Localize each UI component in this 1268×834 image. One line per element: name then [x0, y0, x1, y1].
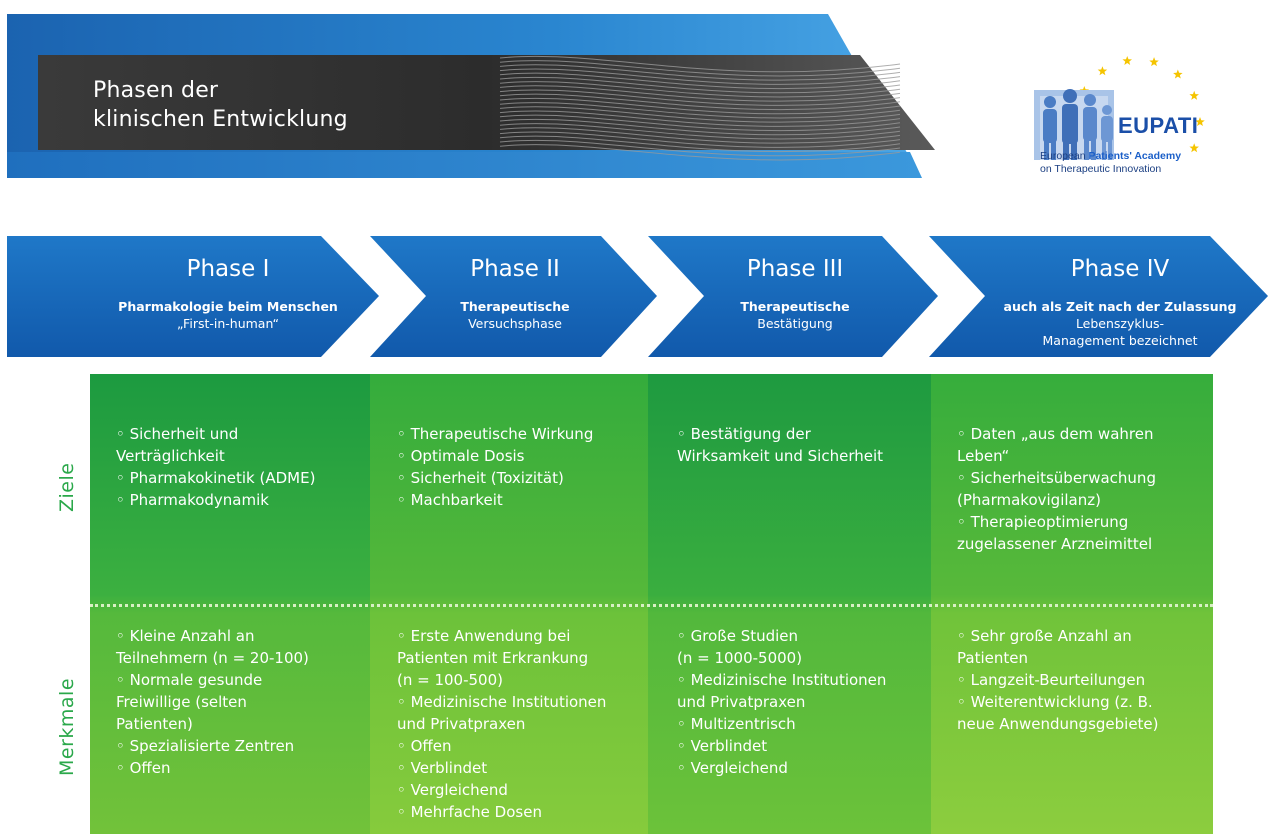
header-banner [7, 14, 935, 178]
phase-3-arrow [648, 236, 938, 357]
logo-sub-line1b: Patients' Academy [1088, 150, 1182, 162]
list-item: (Pharmakovigilanz) [957, 491, 1101, 509]
phase-2-header: Phase II Therapeutische Versuchsphase [410, 254, 620, 332]
logo-sub-line2: on Therapeutic Innovation [1040, 163, 1162, 175]
phase-4-header: Phase IV auch als Zeit nach der Zulassun… [985, 254, 1255, 349]
list-item: ◦ Bestätigung der [677, 425, 811, 443]
list-item: Patienten) [116, 715, 193, 733]
ziele-list-phase-2: ◦ Therapeutische Wirkung ◦ Optimale Dosi… [397, 423, 593, 511]
phase-4-description-2: Management bezeichnet [1042, 333, 1198, 348]
list-item: ◦ Offen [397, 737, 452, 755]
list-item: (n = 1000-5000) [677, 649, 803, 667]
logo-sub-line1a: European [1040, 150, 1089, 162]
list-item: und Privatpraxen [677, 693, 806, 711]
merkmale-list-phase-1: ◦ Kleine Anzahl an Teilnehmern (n = 20-1… [116, 625, 309, 779]
phase-1-arrow [7, 236, 379, 357]
list-item: Patienten mit Erkrankung [397, 649, 589, 667]
list-item: ◦ Daten „aus dem wahren [957, 425, 1154, 443]
list-item: ◦ Kleine Anzahl an [116, 627, 255, 645]
list-item: ◦ Mehrfache Dosen [397, 803, 542, 821]
list-item: ◦ Optimale Dosis [397, 447, 525, 465]
eupati-logo [1034, 55, 1205, 160]
merkmale-list-phase-3: ◦ Große Studien (n = 1000-5000) ◦ Medizi… [677, 625, 886, 779]
list-item: ◦ Offen [116, 759, 171, 777]
phase-3-description: Bestätigung [757, 316, 833, 331]
list-item: Freiwillige (selten [116, 693, 247, 711]
list-item: Verträglichkeit [116, 447, 225, 465]
list-item: Teilnehmern (n = 20-100) [116, 649, 309, 667]
phase-2-subtitle: Therapeutische [460, 299, 570, 314]
phase-2-title: Phase II [470, 256, 560, 282]
logo-subtitle: European Patients' Academy on Therapeuti… [1040, 150, 1181, 176]
list-item: ◦ Verblindet [677, 737, 768, 755]
list-item: ◦ Pharmakodynamik [116, 491, 269, 509]
list-item: ◦ Sehr große Anzahl an [957, 627, 1132, 645]
phase-3-subtitle: Therapeutische [740, 299, 850, 314]
list-item: ◦ Machbarkeit [397, 491, 503, 509]
list-item: ◦ Weiterentwicklung (z. B. [957, 693, 1153, 711]
list-item: zugelassener Arzneimittel [957, 535, 1153, 553]
list-item: ◦ Spezialisierte Zentren [116, 737, 295, 755]
phase-1-header: Phase I Pharmakologie beim Menschen „Fir… [100, 254, 356, 332]
banner-title-line2: klinischen Entwicklung [93, 107, 348, 132]
list-item: ◦ Normale gesunde [116, 671, 263, 689]
banner-title-line1: Phasen der [93, 78, 219, 103]
ziele-list-phase-1: ◦ Sicherheit und Verträglichkeit ◦ Pharm… [116, 423, 315, 511]
list-item: ◦ Medizinische Institutionen [677, 671, 887, 689]
row-label-ziele: Ziele [56, 462, 78, 512]
ziele-list-phase-3: ◦ Bestätigung der Wirksamkeit und Sicher… [677, 423, 883, 467]
list-item: ◦ Medizinische Institutionen [397, 693, 607, 711]
list-item: neue Anwendungsgebiete) [957, 715, 1159, 733]
list-item: ◦ Langzeit-Beurteilungen [957, 671, 1146, 689]
row-divider [90, 604, 1213, 607]
list-item: ◦ Große Studien [677, 627, 799, 645]
phase-1-title: Phase I [186, 256, 270, 282]
list-item: ◦ Erste Anwendung bei [397, 627, 571, 645]
phase-2-description: Versuchsphase [468, 316, 562, 331]
row-label-merkmale: Merkmale [56, 677, 78, 776]
ziele-list-phase-4: ◦ Daten „aus dem wahren Leben“ ◦ Sicherh… [957, 423, 1156, 555]
merkmale-list-phase-4: ◦ Sehr große Anzahl an Patienten ◦ Langz… [957, 625, 1159, 735]
list-item: Patienten [957, 649, 1028, 667]
list-item: und Privatpraxen [397, 715, 526, 733]
list-item: Leben“ [957, 447, 1010, 465]
banner-title: Phasen der klinischen Entwicklung [93, 76, 348, 134]
list-item: ◦ Vergleichend [677, 759, 788, 777]
list-item: ◦ Pharmakokinetik (ADME) [116, 469, 316, 487]
list-item: ◦ Sicherheit und [116, 425, 239, 443]
logo-wordmark: EUPATI [1118, 113, 1199, 138]
phase-4-title: Phase IV [1070, 256, 1170, 282]
list-item: ◦ Verblindet [397, 759, 488, 777]
list-item: ◦ Sicherheit (Toxizität) [397, 469, 564, 487]
list-item: ◦ Therapeutische Wirkung [397, 425, 594, 443]
list-item: ◦ Vergleichend [397, 781, 508, 799]
list-item: ◦ Sicherheitsüberwachung [957, 469, 1156, 487]
phase-1-subtitle: Pharmakologie beim Menschen [118, 299, 338, 314]
phase-1-description: „First-in-human“ [177, 316, 279, 331]
list-item: Wirksamkeit und Sicherheit [677, 447, 884, 465]
phase-2-arrow [370, 236, 657, 357]
list-item: (n = 100-500) [397, 671, 503, 689]
phase-3-header: Phase III Therapeutische Bestätigung [690, 254, 900, 332]
phase-4-description-1: Lebenszyklus- [1075, 316, 1165, 331]
phase-4-subtitle: auch als Zeit nach der Zulassung [1003, 299, 1237, 314]
list-item: ◦ Therapieoptimierung [957, 513, 1129, 531]
phase-3-title: Phase III [746, 256, 844, 282]
phase-4-arrow [929, 236, 1268, 357]
merkmale-list-phase-2: ◦ Erste Anwendung bei Patienten mit Erkr… [397, 625, 606, 823]
list-item: ◦ Multizentrisch [677, 715, 796, 733]
people-silhouettes-icon [1034, 89, 1114, 160]
